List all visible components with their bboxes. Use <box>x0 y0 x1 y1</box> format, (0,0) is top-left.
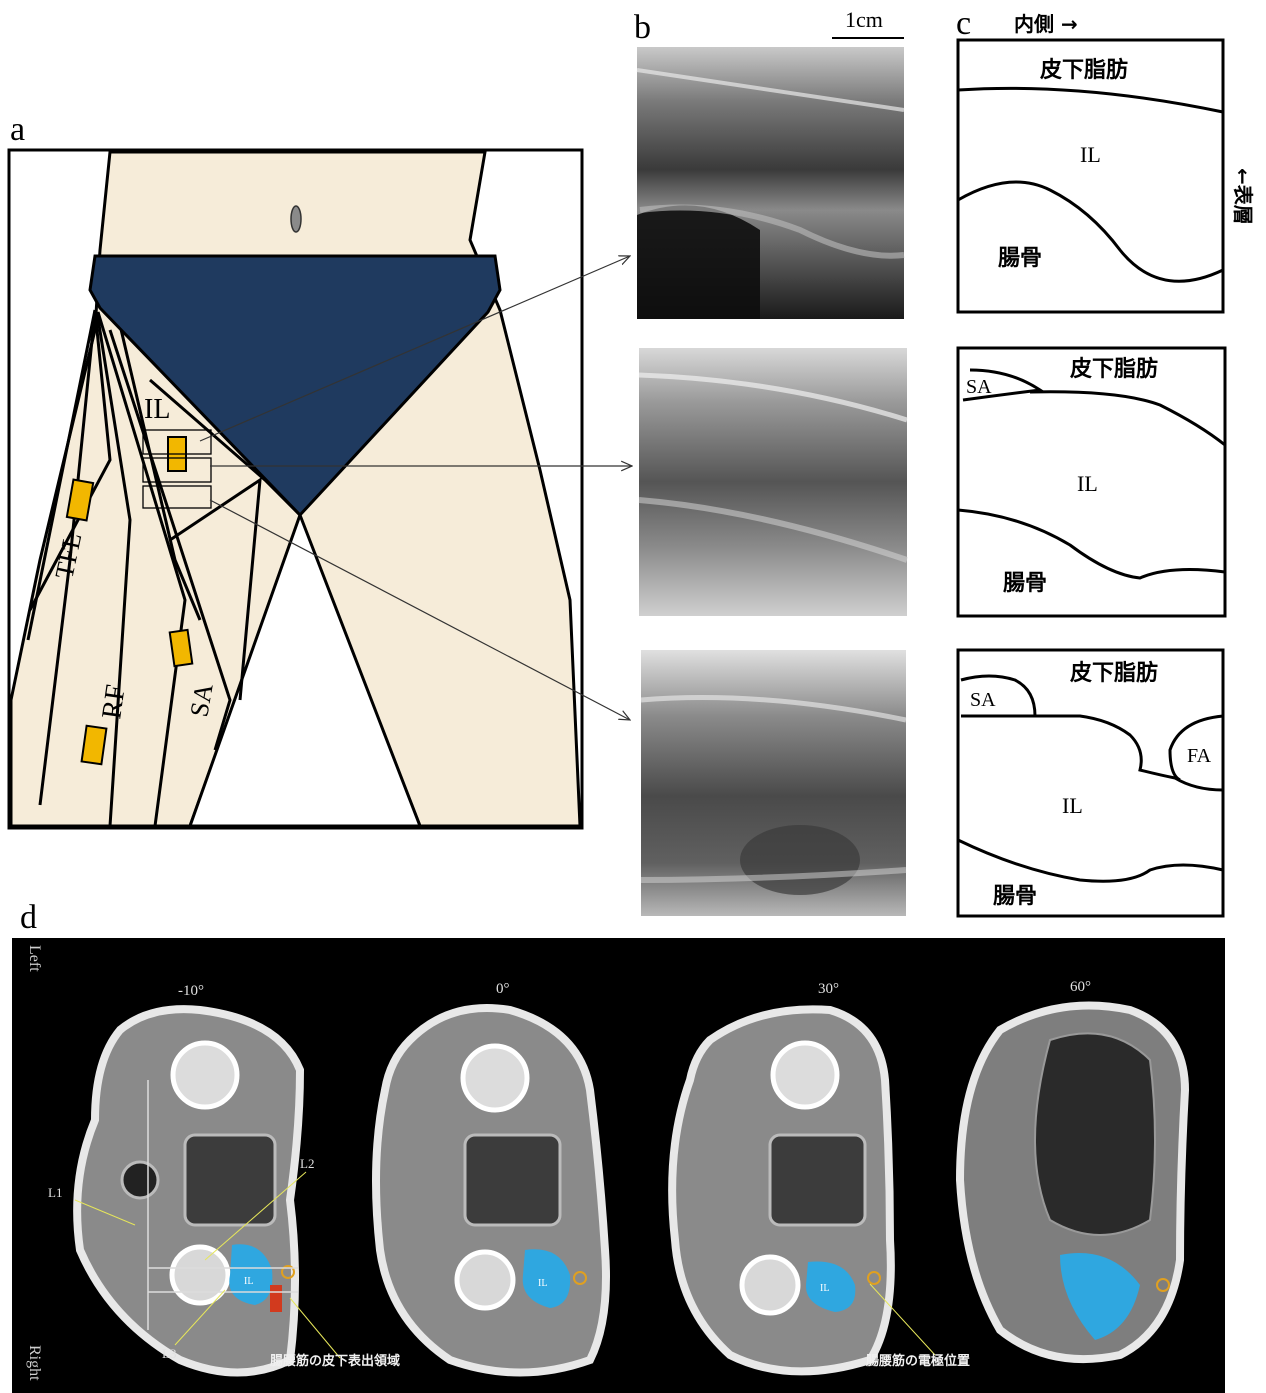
tracing-3: SA 皮下脂肪 FA IL 腸骨 <box>958 650 1223 916</box>
ultrasound-2 <box>639 348 907 616</box>
label-sa: SA <box>184 681 218 719</box>
angle-label-3: 30° <box>818 981 839 997</box>
ultrasound-3 <box>641 650 906 916</box>
il-label-1: IL <box>1080 142 1101 167</box>
annotation-exposure: 腸腰筋の皮下表出領域 <box>270 1353 400 1369</box>
scale-bar-label: 1cm <box>845 7 883 32</box>
bone-label-1: 腸骨 <box>998 246 1042 271</box>
angle-label-2: 0° <box>496 981 510 997</box>
superficial-direction: ←表層 <box>1231 168 1255 225</box>
angle-label-4: 60° <box>1070 979 1091 995</box>
panel-b: b 1cm <box>634 7 907 916</box>
panel-a: a IL <box>9 111 582 828</box>
angle-label-1: -10° <box>178 983 204 999</box>
il-text-2: IL <box>538 1278 547 1289</box>
left-label: Left <box>26 945 43 972</box>
fat-label-3: 皮下脂肪 <box>1070 660 1158 686</box>
fat-label-2: 皮下脂肪 <box>1070 356 1158 382</box>
il-text-3: IL <box>820 1283 829 1294</box>
il-label-3: IL <box>1062 793 1083 818</box>
exposure-region <box>270 1285 282 1312</box>
fat-label-1: 皮下脂肪 <box>1040 57 1128 83</box>
line-l2: L2 <box>300 1156 314 1171</box>
fa-label-3: FA <box>1187 745 1212 767</box>
panel-c: c 内側 → ←表層 皮下脂肪 IL 腸骨 SA 皮下脂肪 IL 腸骨 <box>956 5 1255 916</box>
bone-label-2: 腸骨 <box>1003 571 1047 596</box>
electrode-rf <box>82 726 107 764</box>
medial-direction: 内側 → <box>1014 12 1078 36</box>
line-l1: L1 <box>48 1185 62 1200</box>
il-text-1: IL <box>244 1276 253 1287</box>
bone-label-3: 腸骨 <box>993 884 1037 909</box>
panel-d-label: d <box>20 899 37 936</box>
annotation-electrode: 腸腰筋の電極位置 <box>866 1353 970 1369</box>
il-label-2: IL <box>1077 471 1098 496</box>
panel-c-label: c <box>956 5 971 42</box>
mri-slice-60: 60° <box>960 979 1185 1359</box>
sa-label-3: SA <box>970 689 996 711</box>
ultrasound-1 <box>637 47 904 319</box>
label-il: IL <box>144 394 170 425</box>
tracing-2: SA 皮下脂肪 IL 腸骨 <box>958 348 1225 616</box>
electrode-sa <box>170 630 193 666</box>
label-rf: RF <box>96 683 131 721</box>
panel-d: d Left Right -10° <box>12 899 1225 1393</box>
line-l3: L3 <box>162 1346 176 1361</box>
panel-b-label: b <box>634 9 651 46</box>
tracing-1: 皮下脂肪 IL 腸骨 <box>958 40 1223 312</box>
panel-a-label: a <box>10 111 25 148</box>
navel <box>291 206 301 232</box>
right-label: Right <box>26 1345 43 1381</box>
sa-label-2: SA <box>966 376 992 398</box>
